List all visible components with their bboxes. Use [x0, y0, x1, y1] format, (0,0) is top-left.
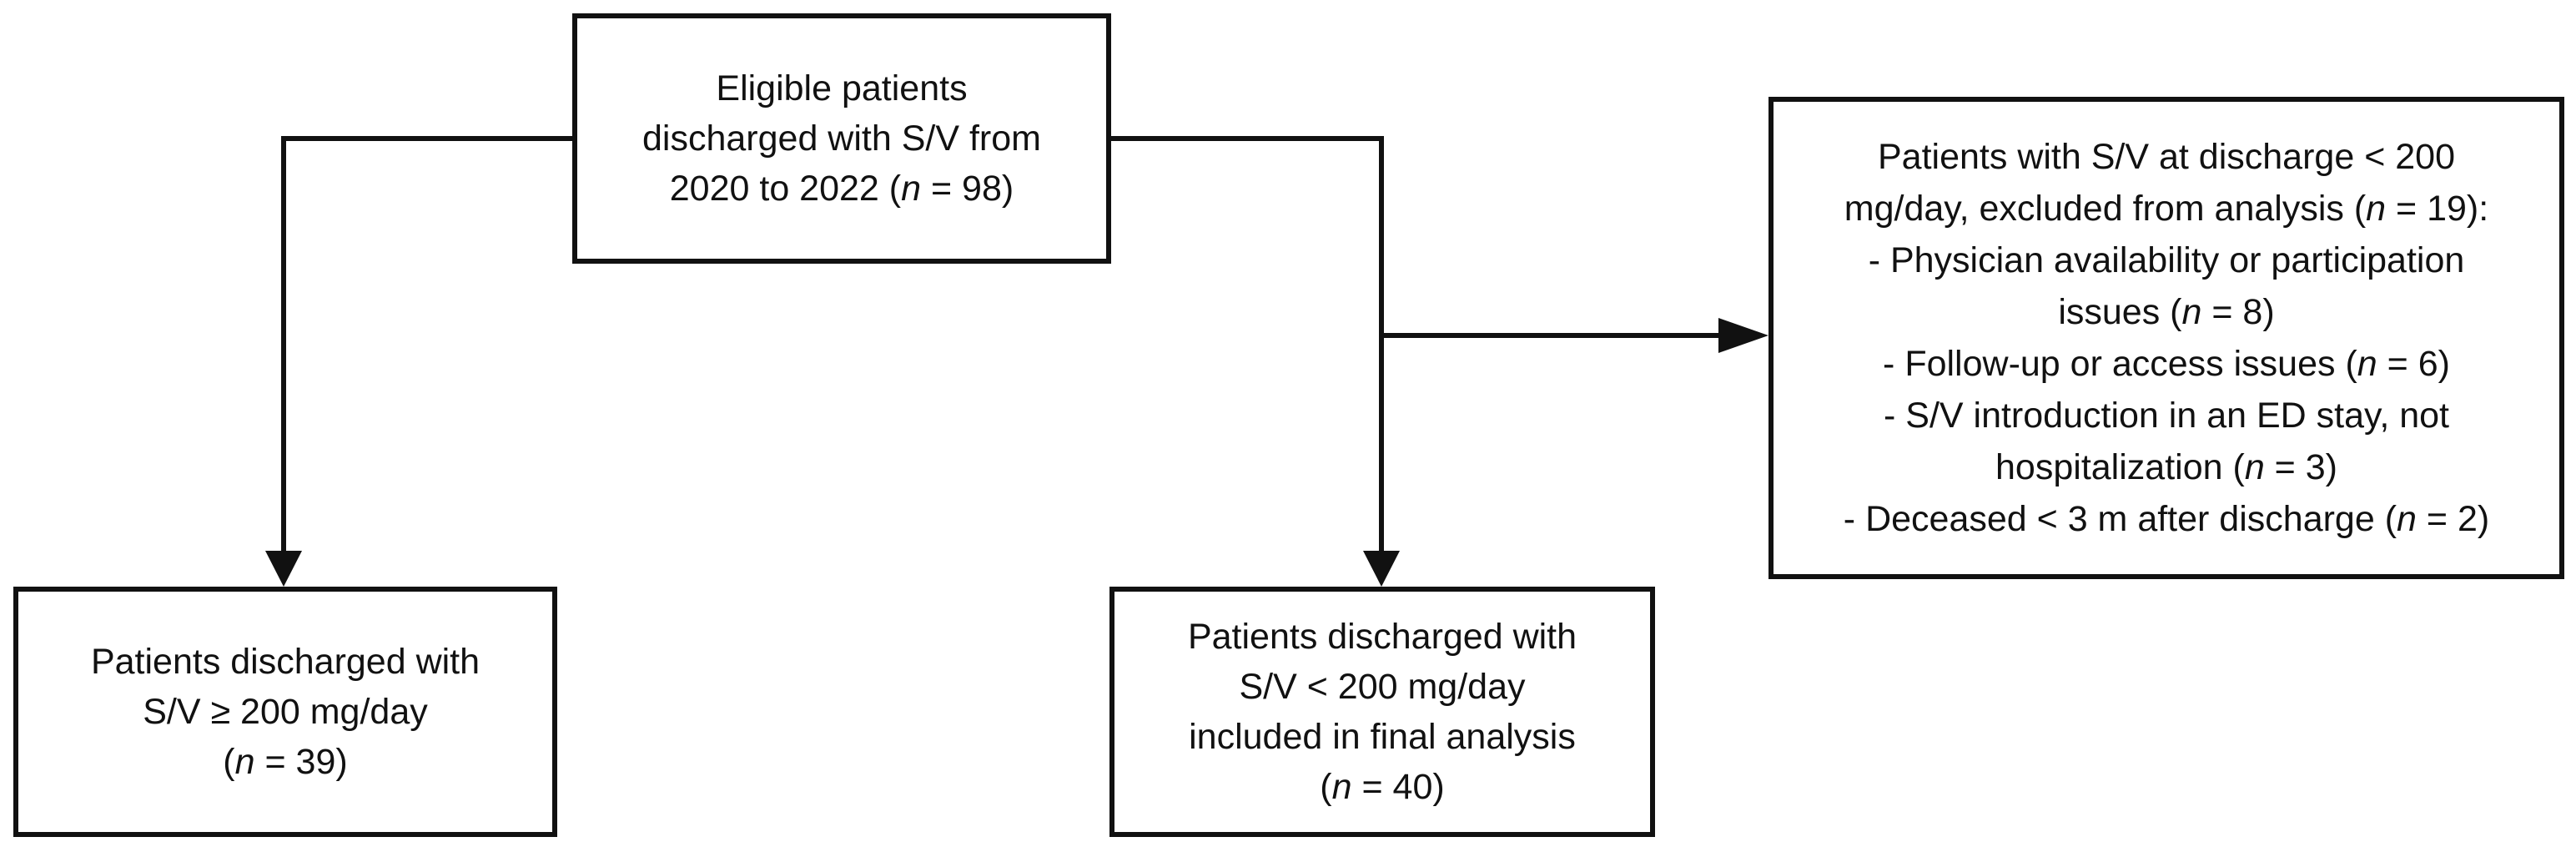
excluded-line-3: - Physician availability or participatio… — [1868, 240, 2465, 280]
high-dose-line-1: Patients discharged with — [90, 642, 480, 682]
connector-top-to-left — [281, 136, 572, 552]
arrowhead-excluded-box — [1718, 318, 1768, 353]
excluded-line-2: mg/day, excluded from analysis (n = 19): — [1844, 189, 2489, 229]
connector-top-to-center — [1111, 136, 1384, 552]
included-line-4: (n = 40) — [1320, 767, 1445, 807]
included-line-3: included in final analysis — [1189, 717, 1576, 757]
high-dose-line-3: (n = 39) — [223, 742, 348, 782]
eligible-patients-line-2: discharged with S/V from — [642, 118, 1041, 159]
arrowhead-center-box — [1363, 551, 1400, 587]
included-line-2: S/V < 200 mg/day — [1239, 667, 1526, 707]
high-dose-line-2: S/V ≥ 200 mg/day — [143, 692, 428, 732]
high-dose-patients-box: Patients discharged with S/V ≥ 200 mg/da… — [13, 587, 557, 837]
excluded-line-1: Patients with S/V at discharge < 200 — [1878, 137, 2455, 177]
eligible-patients-line-3: 2020 to 2022 (n = 98) — [669, 169, 1014, 209]
excluded-line-8: - Deceased < 3 m after discharge (n = 2) — [1843, 499, 2490, 539]
excluded-line-4: issues (n = 8) — [2058, 292, 2275, 332]
eligible-patients-box: Eligible patients discharged with S/V fr… — [572, 13, 1111, 264]
excluded-line-7: hospitalization (n = 3) — [1995, 447, 2337, 487]
included-patients-box: Patients discharged with S/V < 200 mg/da… — [1109, 587, 1655, 837]
arrowhead-left-box — [265, 551, 302, 587]
excluded-line-5: - Follow-up or access issues (n = 6) — [1883, 344, 2450, 384]
excluded-line-6: - S/V introduction in an ED stay, not — [1884, 396, 2449, 436]
included-line-1: Patients discharged with — [1187, 617, 1577, 657]
excluded-patients-box: Patients with S/V at discharge < 200 mg/… — [1768, 97, 2564, 579]
eligible-patients-line-1: Eligible patients — [716, 68, 968, 108]
